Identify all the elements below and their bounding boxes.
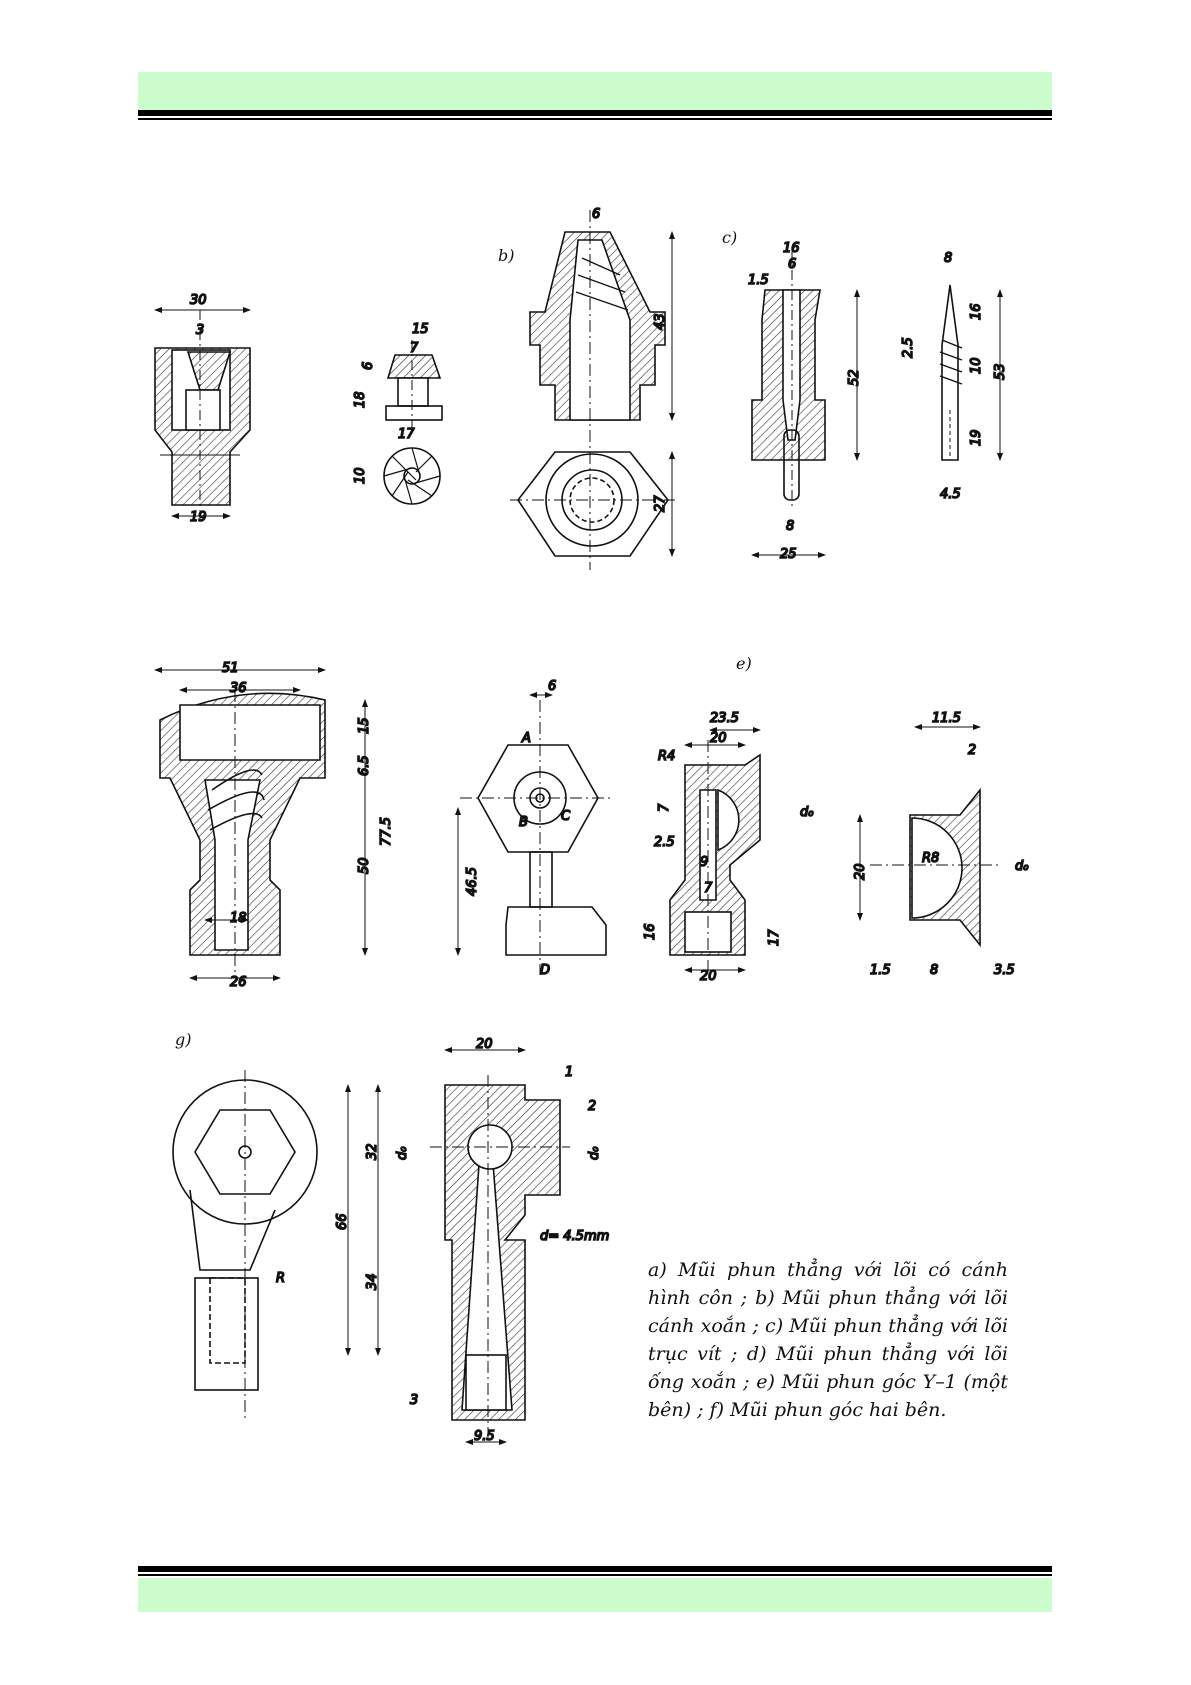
- dim-e-7b: 7: [704, 881, 713, 896]
- footer-rule-thick: [138, 1566, 1052, 1572]
- dim-c-6: 6: [788, 257, 796, 272]
- dim-d-6.5: 6.5: [357, 755, 372, 776]
- drawing-g-plan: [172, 1070, 318, 1420]
- drawing-b: [510, 210, 675, 570]
- dim-d-18: 18: [230, 911, 247, 926]
- dim-f-1.5: 1.5: [870, 963, 891, 978]
- header-rule-thin: [138, 118, 1052, 120]
- dim-g-34: 34: [365, 1273, 380, 1290]
- dim-f-11.5: 11.5: [932, 711, 961, 726]
- dim-c2-10: 10: [969, 357, 984, 374]
- point-label-b: B: [519, 815, 528, 830]
- dim-g-d0-left: d₀: [395, 1146, 410, 1160]
- dim-e-7a: 7: [657, 803, 672, 812]
- dim-c2-16: 16: [969, 303, 984, 320]
- section-label-a: A: [521, 731, 531, 746]
- figure-caption: a) Mũi phun thẳng với lõi có cánh hình c…: [648, 1259, 1008, 1421]
- dim-e-20b: 20: [700, 969, 717, 984]
- dim-b-43: 43: [653, 313, 668, 330]
- dim-f-d0: d₀: [1015, 859, 1029, 874]
- callout-1: 1: [565, 1065, 573, 1080]
- dim-c2-8: 8: [944, 251, 952, 266]
- dim-d-26: 26: [230, 975, 247, 990]
- dim-a2-7: 7: [410, 341, 419, 356]
- dim-e-2.5: 2.5: [654, 835, 675, 850]
- dim-d-36: 36: [230, 681, 247, 696]
- header-band: [138, 72, 1052, 110]
- dim-c2-4.5: 4.5: [940, 487, 961, 502]
- dim-f-20: 20: [853, 863, 868, 880]
- dim-g-d0-right: d₀: [587, 1146, 602, 1160]
- drawing-a: [154, 307, 251, 520]
- dim-d-50: 50: [357, 857, 372, 874]
- dim-hex-6: 6: [548, 679, 556, 694]
- callout-3: 3: [410, 1393, 418, 1408]
- dim-c-8: 8: [786, 519, 794, 534]
- callout-2: 2: [588, 1099, 596, 1114]
- dim-c-25: 25: [780, 547, 797, 562]
- dim-a2-6: 6: [361, 362, 376, 370]
- dim-c-1.5: 1.5: [748, 273, 769, 288]
- dim-f-3.5: 3.5: [994, 963, 1015, 978]
- dim-e-17: 17: [767, 929, 782, 946]
- drawing-d: [154, 667, 368, 981]
- dim-c2-53: 53: [993, 363, 1008, 380]
- dim-c2-19: 19: [969, 429, 984, 446]
- dim-a-19: 19: [190, 510, 207, 525]
- dim-d-15: 15: [357, 717, 372, 734]
- figure-label-g: g): [175, 1030, 192, 1049]
- dim-d-51: 51: [222, 661, 239, 676]
- dim-c2-2.5: 2.5: [901, 337, 916, 358]
- dim-e-d0: d₀: [800, 805, 814, 820]
- header-rule-thick: [138, 110, 1052, 116]
- footer-rule-thin: [138, 1574, 1052, 1576]
- footer-band: [138, 1578, 1052, 1612]
- dim-f-8: 8: [930, 963, 938, 978]
- dim-e-r4: R4: [658, 749, 675, 764]
- drawing-e: [669, 727, 761, 975]
- dim-a2-18: 18: [353, 391, 368, 408]
- dim-e-9: 9: [700, 855, 708, 870]
- drawing-hex-view: [455, 692, 612, 975]
- dim-b-27: 27: [653, 495, 668, 512]
- dim-g-r: R: [276, 1271, 285, 1286]
- dim-g-20: 20: [476, 1037, 493, 1052]
- drawing-c: [751, 250, 860, 558]
- dim-a-3: 3: [196, 323, 204, 338]
- dim-e-16: 16: [643, 923, 658, 940]
- dim-g-d: d= 4.5mm: [540, 1229, 609, 1244]
- figure-label-e: e): [736, 654, 752, 673]
- drawing-g-section: [345, 1047, 570, 1445]
- dim-g-32: 32: [365, 1143, 380, 1160]
- dim-e-20: 20: [710, 731, 727, 746]
- drawing-c-screw: [939, 284, 1003, 461]
- drawing-a-core: [383, 340, 443, 505]
- dim-hex-46.5: 46.5: [465, 867, 480, 896]
- dim-a2-15: 15: [412, 322, 429, 337]
- dim-a2-10: 10: [353, 467, 368, 484]
- point-label-c: C: [561, 809, 571, 824]
- dim-g-9.5: 9.5: [474, 1429, 495, 1444]
- dim-a-30: 30: [190, 293, 207, 308]
- dim-f-2: 2: [968, 743, 976, 758]
- dim-e-23.5: 23.5: [710, 711, 739, 726]
- drawing-f: [857, 724, 1000, 948]
- figure-label-b: b): [498, 246, 515, 265]
- figure-label-c: c): [722, 228, 738, 247]
- dim-d-77.5: 77.5: [379, 817, 394, 846]
- dim-a2-17: 17: [398, 427, 415, 442]
- dim-c-52: 52: [847, 369, 862, 386]
- dim-f-r8: R8: [922, 851, 939, 866]
- dim-b-6: 6: [592, 207, 600, 222]
- section-label-d: D: [540, 963, 550, 978]
- dim-g-66: 66: [335, 1213, 350, 1230]
- dim-c-16: 16: [783, 241, 800, 256]
